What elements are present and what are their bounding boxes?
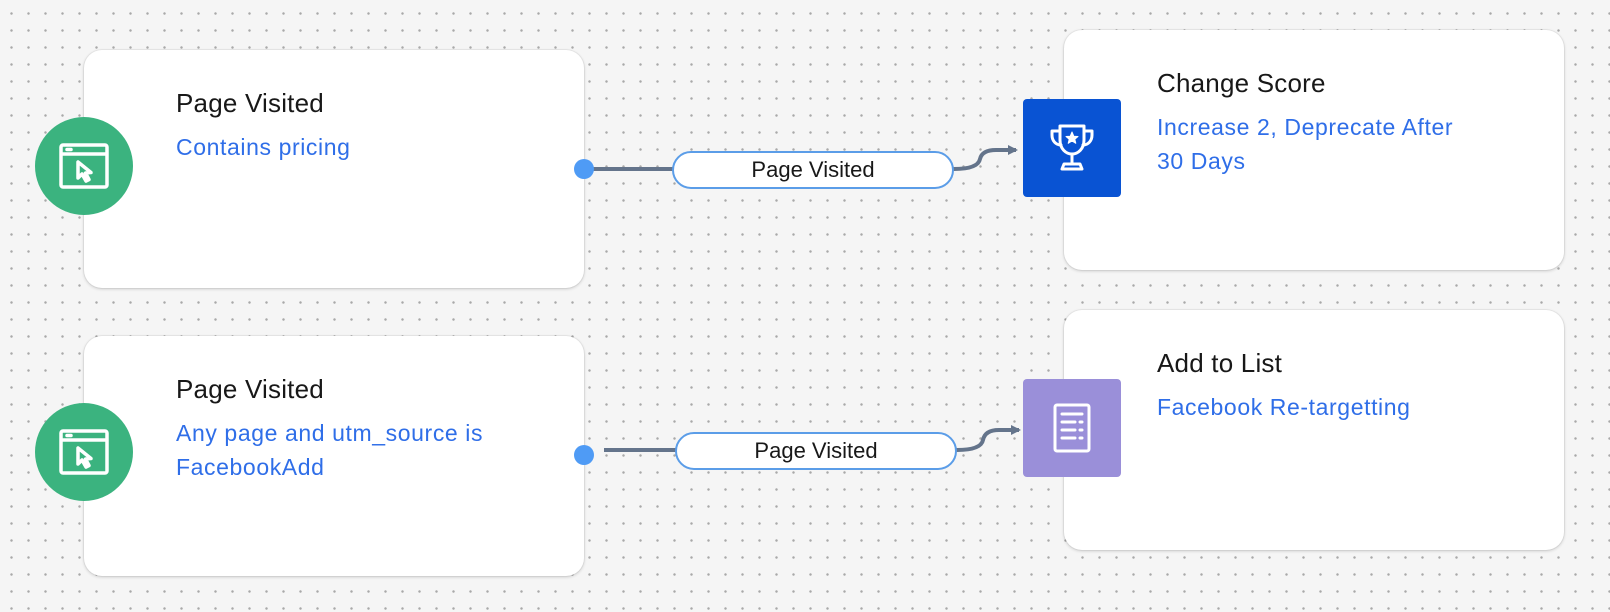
edge-label-2[interactable]: Page Visited xyxy=(675,432,957,470)
trigger-output-port-2[interactable] xyxy=(574,445,594,465)
browser-cursor-icon xyxy=(35,403,133,501)
trigger-detail-line: Any page and utm_source is xyxy=(176,420,484,446)
trigger-detail-line: Contains pricing xyxy=(176,134,351,160)
trigger-title: Page Visited xyxy=(176,374,324,404)
trigger-detail[interactable]: Contains pricing xyxy=(176,130,351,164)
action-detail-line: Increase 2, Deprecate After xyxy=(1157,114,1454,140)
trigger-detail[interactable]: Any page and utm_source is FacebookAdd xyxy=(176,416,483,484)
action-detail-line: 30 Days xyxy=(1157,148,1246,174)
action-detail[interactable]: Increase 2, Deprecate After 30 Days xyxy=(1157,110,1453,178)
action-detail[interactable]: Facebook Re-targetting xyxy=(1157,390,1411,424)
trigger-card-2[interactable]: Page Visited Any page and utm_source is … xyxy=(84,336,584,576)
trigger-output-port-1[interactable] xyxy=(574,159,594,179)
trigger-card-1[interactable]: Page Visited Contains pricing xyxy=(84,50,584,288)
trigger-detail-line: FacebookAdd xyxy=(176,454,325,480)
trigger-title: Page Visited xyxy=(176,88,324,118)
action-card-add-to-list[interactable]: Add to List Facebook Re-targetting xyxy=(1064,310,1564,550)
action-detail-line: Facebook Re-targetting xyxy=(1157,394,1411,420)
list-document-icon xyxy=(1023,379,1121,477)
trophy-icon xyxy=(1023,99,1121,197)
edge-label-1[interactable]: Page Visited xyxy=(672,151,954,189)
action-title: Change Score xyxy=(1157,68,1326,98)
action-card-change-score[interactable]: Change Score Increase 2, Deprecate After… xyxy=(1064,30,1564,270)
action-title: Add to List xyxy=(1157,348,1283,378)
browser-cursor-icon xyxy=(35,117,133,215)
